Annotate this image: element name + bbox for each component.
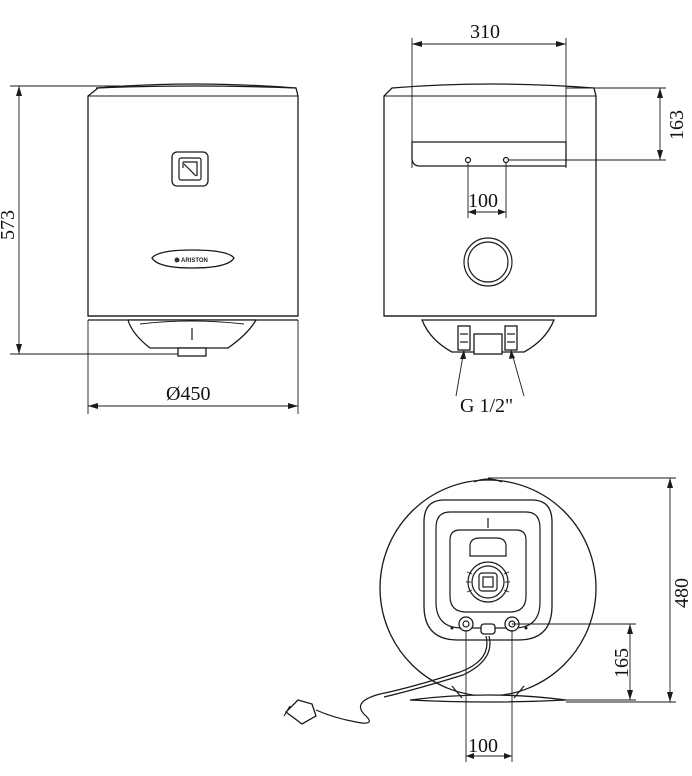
- pipe-inlet-core: [462, 620, 470, 628]
- thermostat-glyph: [182, 161, 198, 176]
- dial-core: [482, 576, 494, 588]
- arrow: [509, 350, 515, 359]
- arrow: [88, 403, 98, 409]
- thermostat-frame: [171, 151, 209, 187]
- arrow: [466, 753, 474, 759]
- bottom-knob: [177, 347, 207, 357]
- bracket-offset-label: 163: [666, 110, 688, 140]
- holes-label: 100: [468, 190, 498, 212]
- rear-label-ring: [463, 237, 513, 287]
- power-cord-2: [383, 635, 491, 698]
- diameter-label: Ø450: [166, 383, 210, 405]
- rear-label-inner: [467, 241, 509, 283]
- arrow: [657, 150, 663, 160]
- arrow: [460, 350, 466, 359]
- height-label: 573: [0, 210, 19, 240]
- front-view: 573 ARISTON Ø450: [0, 83, 299, 414]
- rear-view: 310 163 100 G 1/2: [383, 21, 688, 417]
- plug-pin: [283, 705, 291, 717]
- arrow: [556, 41, 566, 47]
- arrow: [657, 88, 663, 98]
- dial-inner: [471, 565, 505, 599]
- top-bump: [473, 478, 503, 483]
- arrow: [468, 209, 476, 215]
- logo-plate: [151, 249, 235, 269]
- logo-mark: [174, 257, 180, 263]
- dial-tick: [503, 571, 510, 575]
- pipe-right: [504, 325, 518, 351]
- width-label: 310: [470, 21, 500, 43]
- arrow: [667, 692, 673, 702]
- screw: [524, 626, 528, 630]
- mounting-bracket: [411, 141, 567, 167]
- power-cord: [315, 635, 488, 724]
- stand-base: [409, 694, 567, 703]
- thermostat-inner: [178, 157, 202, 181]
- stand-legs: [451, 685, 525, 699]
- plug: [285, 699, 317, 725]
- bottom-view: 480 165 100: [283, 477, 692, 762]
- arrow: [16, 344, 22, 354]
- top-rim: [95, 85, 297, 89]
- bottom-cover-line: [139, 320, 245, 325]
- thermostat-cap: [469, 537, 507, 557]
- thermostat-diag: [183, 163, 197, 177]
- arrow: [504, 753, 512, 759]
- brand-logo: ARISTON: [181, 258, 208, 264]
- dial-center: [478, 572, 498, 592]
- outer-panel: [423, 499, 553, 641]
- arrow: [627, 624, 633, 634]
- arrow: [627, 690, 633, 700]
- dial-tick: [466, 589, 473, 593]
- arrow: [498, 209, 506, 215]
- pipe-left: [457, 325, 471, 351]
- pipe-inlet: [458, 616, 474, 632]
- arrow: [16, 86, 22, 96]
- dial-tick: [503, 589, 510, 593]
- arrow: [667, 478, 673, 488]
- dial-tick: [466, 571, 473, 575]
- center-box: [473, 333, 503, 355]
- screw: [450, 626, 454, 630]
- thread-label: G 1/2": [460, 395, 513, 417]
- arrow: [412, 41, 422, 47]
- pipe-height-label: 165: [611, 648, 633, 678]
- inner-panel: [449, 529, 527, 613]
- pipe-spacing-label: 100: [468, 735, 498, 757]
- cable-gland: [480, 623, 496, 635]
- depth-label: 480: [671, 578, 692, 608]
- arrow: [288, 403, 298, 409]
- heater-body: [87, 83, 299, 317]
